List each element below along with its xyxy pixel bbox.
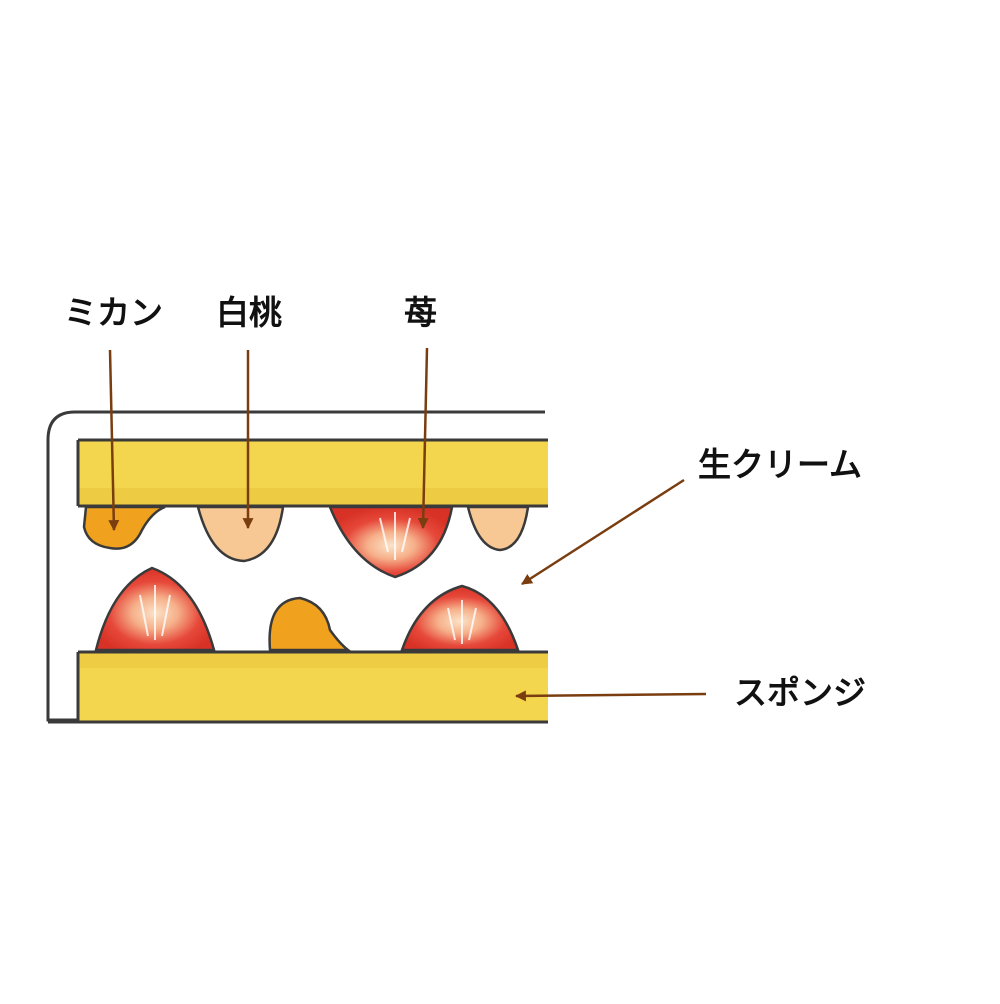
label-mikan: ミカン [64,293,163,332]
bottom-sponge-layer [48,650,548,724]
label-hakuto: 白桃 [216,293,282,332]
label-ichigo: 苺 [404,293,437,332]
label-nama-cream: 生クリーム [698,445,863,484]
mikan-bottom [268,596,352,652]
hakuto-top [196,505,285,563]
arrow-nama-cream [521,478,685,586]
arrow-mikan [108,349,120,532]
mikan-top [82,505,166,550]
strawberry-top-seeds [379,512,411,560]
strawberry-bottom-right [400,584,520,652]
strawberry-bottom-right-seeds [447,600,477,644]
hakuto-top-right [466,505,530,552]
top-sponge-layer [76,438,548,508]
strawberry-top [328,505,454,579]
strawberry-bottom-left-seeds [139,585,171,640]
cake-outline [46,410,545,722]
arrow-sponge [514,690,707,702]
label-sponge: スポンジ [734,673,866,712]
arrow-ichigo [417,347,429,530]
